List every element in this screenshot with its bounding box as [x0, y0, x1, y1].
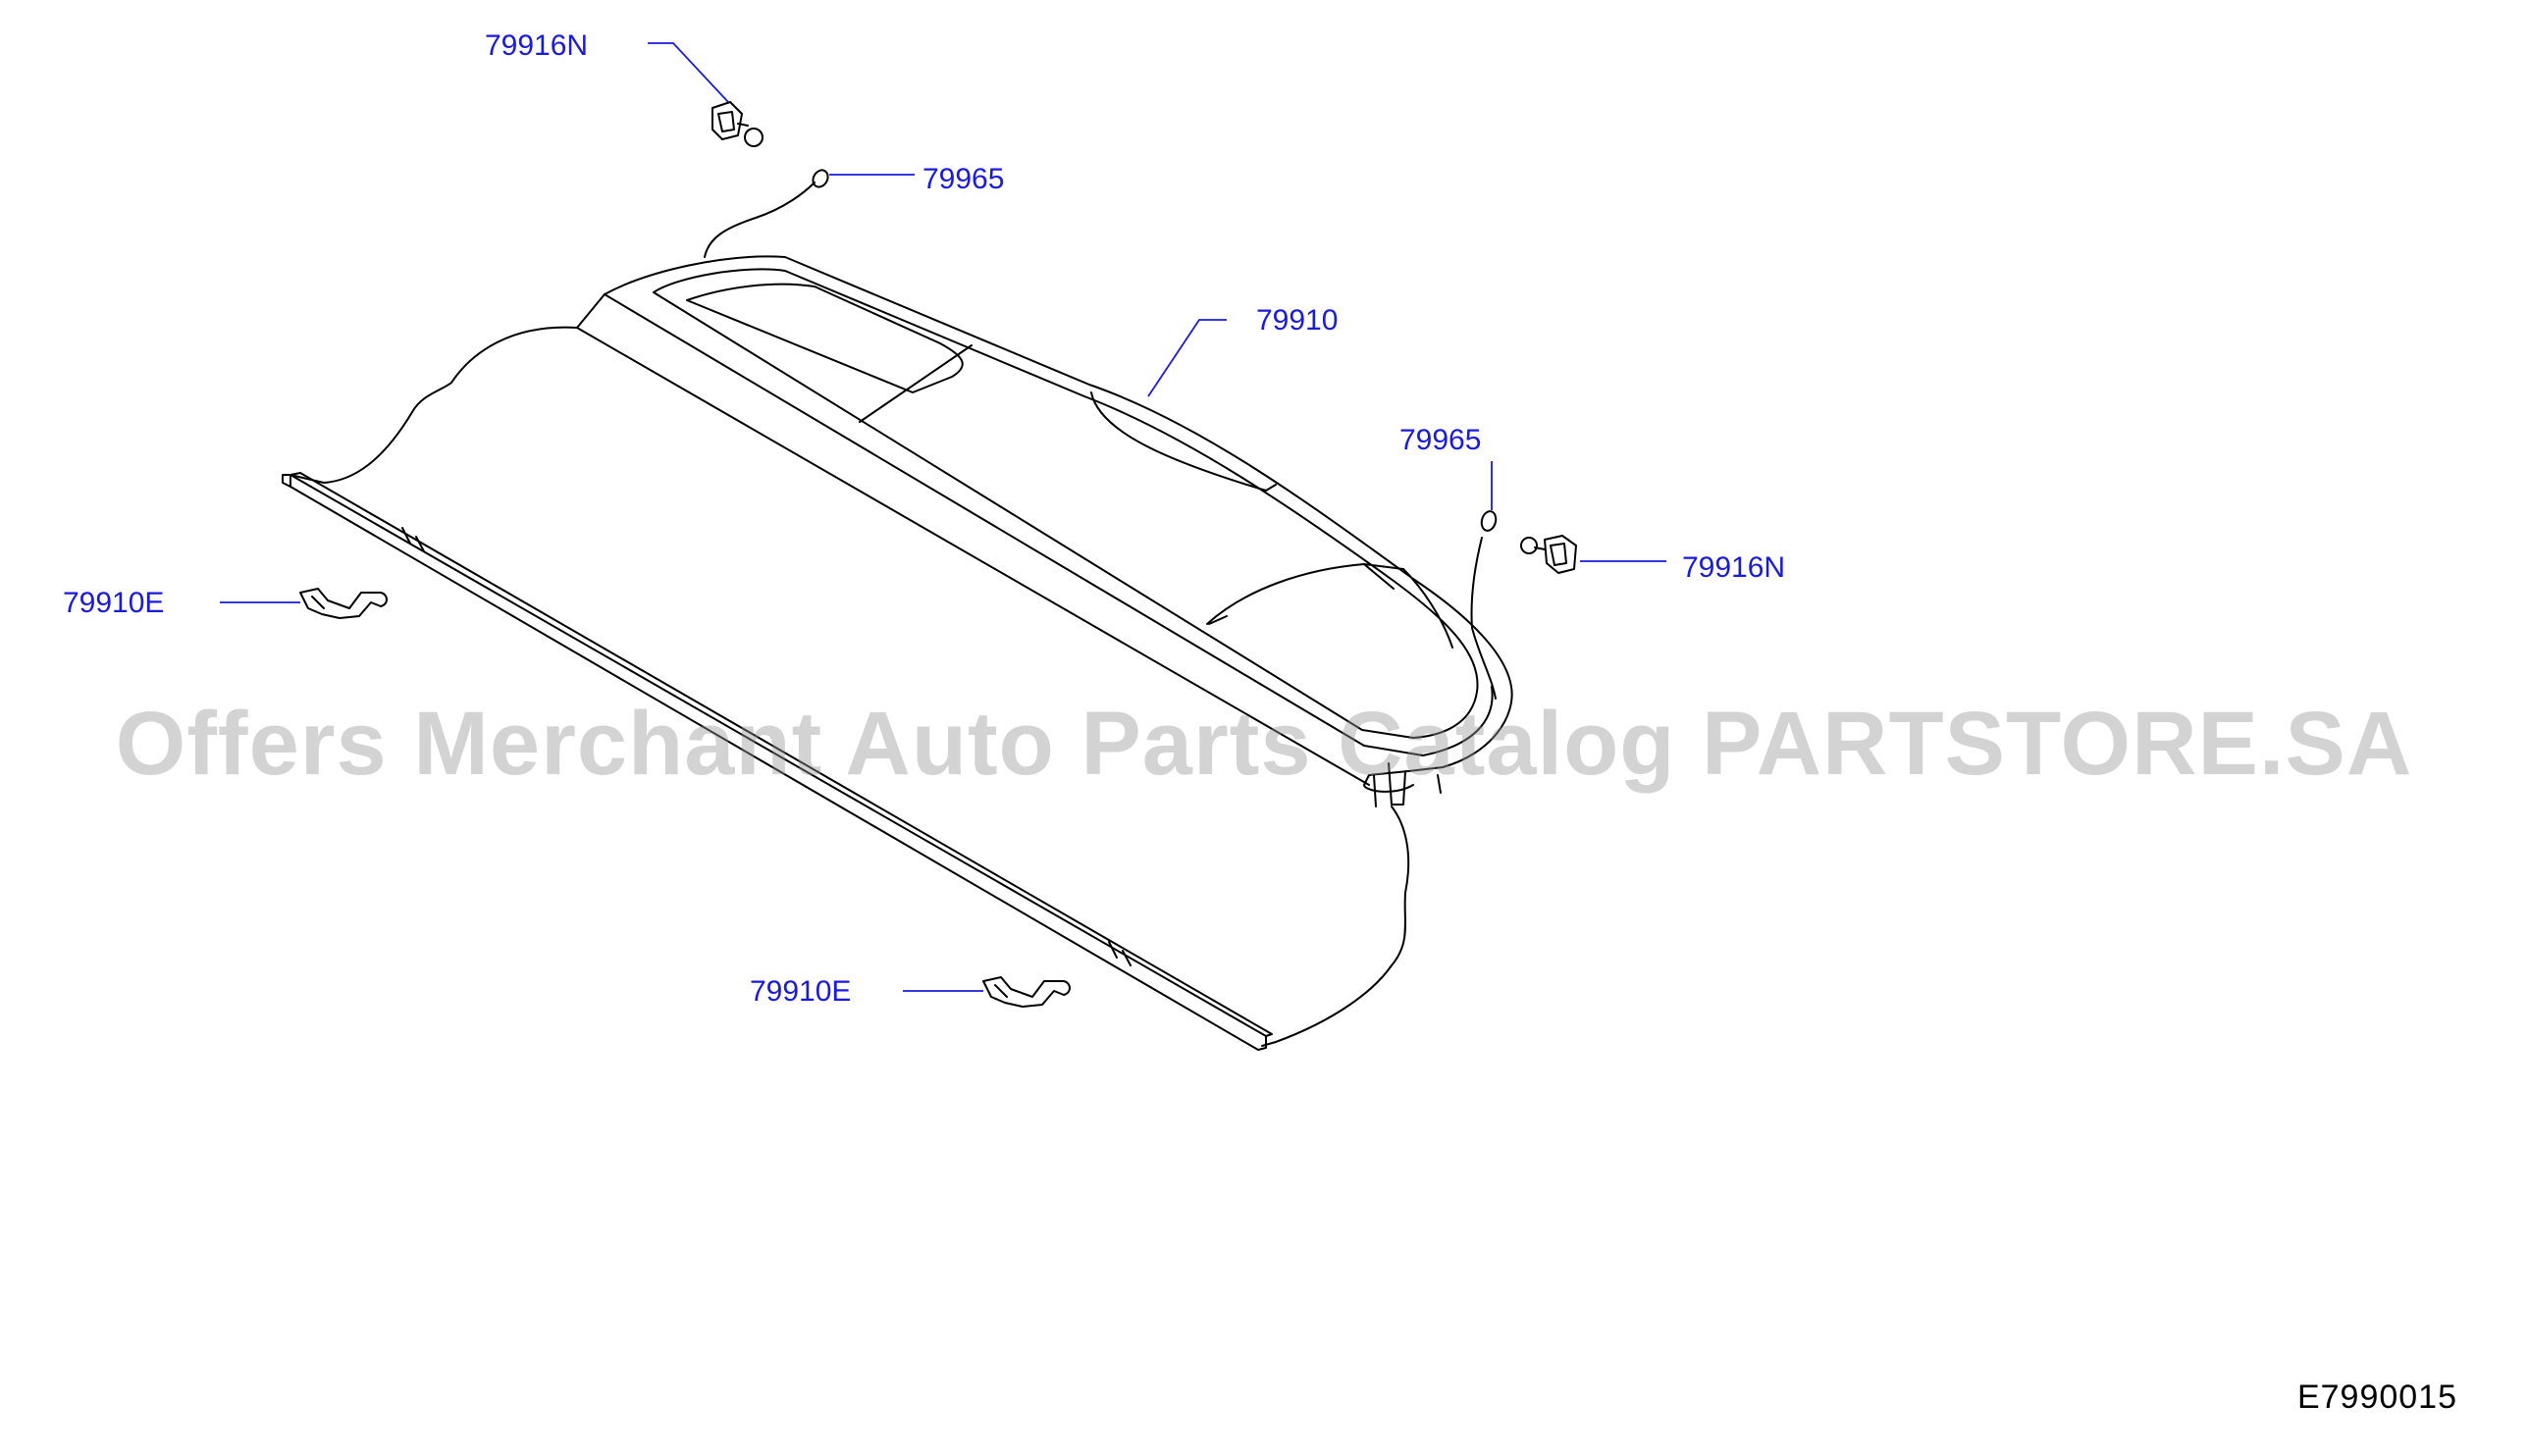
callout-79965-left[interactable]: 79965 [922, 163, 1005, 195]
leader-c1 [648, 42, 729, 103]
clip-right [1520, 535, 1577, 574]
callout-79910e-bottom[interactable]: 79910E [750, 975, 852, 1008]
leader-c3 [1147, 319, 1227, 397]
leader-lines [220, 42, 1666, 992]
callout-79916n-right[interactable]: 79916N [1682, 551, 1786, 584]
cord-left [704, 169, 829, 258]
clip-top [711, 101, 764, 147]
parcel-shelf-board [576, 255, 1513, 807]
callout-79916n-top[interactable]: 79916N [485, 29, 589, 62]
callout-79910e-left[interactable]: 79910E [63, 587, 165, 619]
diagram-id-label: E7990015 [2296, 1378, 2457, 1416]
callout-79965-right[interactable]: 79965 [1399, 424, 1482, 456]
tonneau-fabric [290, 326, 1410, 1047]
cord-right [1470, 510, 1498, 700]
hook-bottom [982, 976, 1071, 1008]
tonneau-bar [282, 472, 1273, 1051]
hook-left [299, 588, 388, 619]
callout-79910[interactable]: 79910 [1256, 304, 1339, 337]
